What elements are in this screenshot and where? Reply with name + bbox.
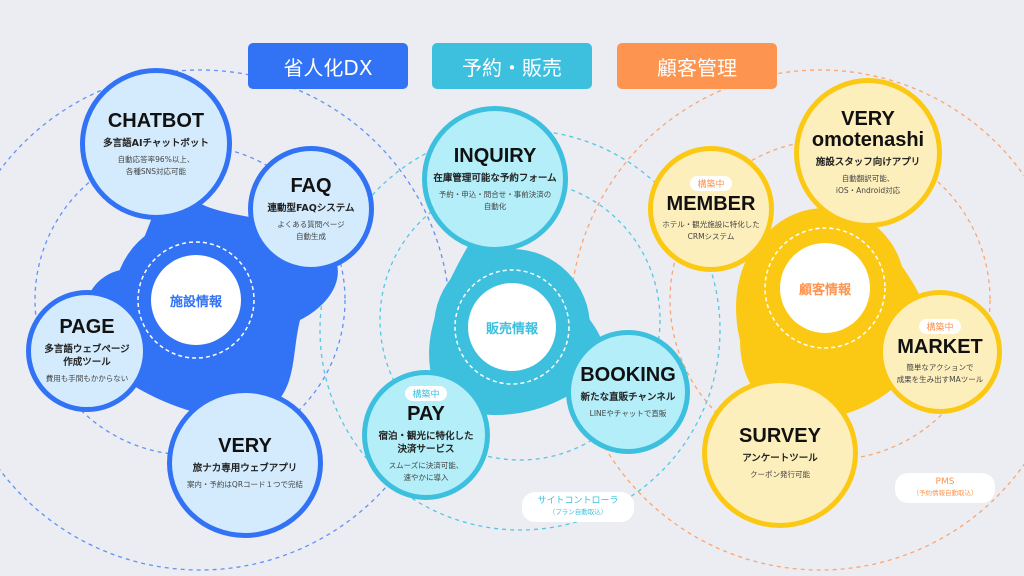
node-chatbot[interactable]: CHATBOT 多言語AIチャットボット 自動応答率96%以上、 各種SNS対応… — [80, 68, 232, 220]
node-title: INQUIRY — [453, 144, 537, 167]
node-very[interactable]: VERY 旅ナカ専用ウェブアプリ 案内・予約はQRコード１つで完結 — [167, 388, 323, 538]
node-description: 自動翻訳可能、 iOS・Android対応 — [835, 174, 901, 195]
node-very-omotenashi[interactable]: VERY omotenashi 施設スタッフ向けアプリ 自動翻訳可能、 iOS・… — [794, 78, 942, 228]
node-description: ホテル・観光施設に特化した CRMシステム — [662, 219, 760, 241]
node-subtitle: 多言語AIチャットボット — [103, 137, 209, 149]
pill-note: （予約情報自動取込） — [912, 489, 978, 497]
node-title: PAY — [407, 403, 445, 425]
node-description: 簡単なアクションで 成果を生み出すMAツール — [896, 362, 984, 384]
node-subtitle: 新たな直販チャンネル — [580, 391, 676, 403]
header-tab-dx[interactable]: 省人化DX — [248, 43, 408, 89]
node-subtitle: 旅ナカ専用ウェブアプリ — [192, 462, 298, 474]
node-faq[interactable]: FAQ 連動型FAQシステム よくある質問ページ 自動生成 — [248, 146, 374, 272]
pill-label: サイトコントローラ — [537, 496, 619, 506]
node-pay[interactable]: 構築中 PAY 宿泊・観光に特化した 決済サービス スムーズに決済可能、 速やか… — [362, 370, 490, 500]
node-title: VERY omotenashi — [811, 108, 925, 151]
node-market[interactable]: 構築中 MARKET 簡単なアクションで 成果を生み出すMAツール — [878, 290, 1002, 414]
hub-customer-info: 顧客情報 — [780, 243, 870, 333]
status-badge: 構築中 — [690, 175, 732, 191]
node-subtitle: 連動型FAQシステム — [267, 202, 355, 214]
hub-facility-info: 施設情報 — [151, 255, 241, 345]
node-survey[interactable]: SURVEY アンケートツール クーポン発行可能 — [702, 378, 858, 528]
node-title: FAQ — [290, 174, 332, 197]
pill-note: （プラン自動取込） — [548, 508, 608, 516]
status-badge: 構築中 — [405, 386, 447, 401]
node-title: SURVEY — [739, 424, 821, 447]
node-page[interactable]: PAGE 多言語ウェブページ 作成ツール 費用も手間もかからない — [26, 290, 148, 412]
pill-label: PMS — [935, 477, 955, 487]
header-tab-sales[interactable]: 予約・販売 — [432, 43, 592, 89]
node-description: LINEやチャットで直販 — [589, 408, 667, 418]
node-description: クーポン発行可能 — [750, 469, 810, 479]
node-subtitle: アンケートツール — [742, 452, 818, 464]
node-description: 案内・予約はQRコード１つで完結 — [186, 479, 304, 489]
node-title: MARKET — [897, 335, 983, 358]
hub-sales-info: 販売情報 — [468, 283, 556, 371]
node-title: PAGE — [59, 316, 115, 338]
node-inquiry[interactable]: INQUIRY 在庫管理可能な予約フォーム 予約・申込・問合せ・事前決済の 自動… — [422, 106, 568, 252]
node-subtitle: 宿泊・観光に特化した 決済サービス — [378, 431, 474, 455]
orbit-cyan-outer — [319, 129, 721, 531]
site-controller-pill[interactable]: サイトコントローラ （プラン自動取込） — [522, 492, 634, 522]
node-title: CHATBOT — [107, 109, 205, 132]
node-subtitle: 在庫管理可能な予約フォーム — [433, 172, 557, 184]
node-title: MEMBER — [666, 192, 756, 215]
node-description: よくある質問ページ 自動生成 — [277, 219, 345, 241]
node-description: 自動応答率96%以上、 各種SNS対応可能 — [117, 154, 195, 176]
header-tab-crm[interactable]: 顧客管理 — [617, 43, 777, 89]
node-booking[interactable]: BOOKING 新たな直販チャンネル LINEやチャットで直販 — [566, 330, 690, 454]
node-subtitle: 施設スタッフ向けアプリ — [815, 157, 921, 168]
node-description: 費用も手間もかからない — [45, 374, 129, 383]
node-description: 予約・申込・問合せ・事前決済の 自動化 — [438, 189, 552, 211]
node-member[interactable]: 構築中 MEMBER ホテル・観光施設に特化した CRMシステム — [648, 146, 774, 272]
node-title: BOOKING — [580, 363, 676, 386]
node-title: VERY — [218, 434, 272, 457]
node-description: スムーズに決済可能、 速やかに導入 — [388, 461, 464, 482]
pms-pill[interactable]: PMS （予約情報自動取込） — [895, 473, 995, 503]
status-badge: 構築中 — [919, 318, 961, 334]
node-subtitle: 多言語ウェブページ 作成ツール — [44, 344, 130, 368]
